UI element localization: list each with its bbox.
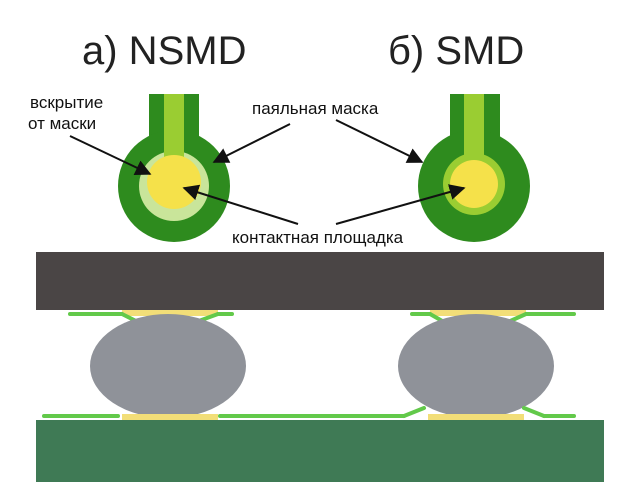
arrow-solder-mask-nsmd xyxy=(212,123,291,163)
nsmd-pad-illustration xyxy=(118,94,230,242)
title-smd: б) SMD xyxy=(388,29,524,73)
arrow-contact-pad-smd xyxy=(335,184,466,225)
label-mask-opening-line1: вскрытие xyxy=(30,93,103,112)
annotation-arrows xyxy=(69,119,466,225)
pcb-board xyxy=(36,420,604,482)
solder-ball-left xyxy=(90,314,246,418)
arrow-solder-mask-smd xyxy=(335,119,424,163)
top-pad-right xyxy=(430,310,526,316)
bottom-trace-mask-edge-right xyxy=(522,406,546,418)
bottom-pads xyxy=(42,406,576,420)
title-nsmd: а) NSMD xyxy=(82,29,246,73)
smd-pad-illustration xyxy=(418,94,530,242)
smd-trace xyxy=(464,94,484,164)
bottom-pad-right xyxy=(428,414,524,420)
arrow-contact-pad-nsmd xyxy=(182,184,299,225)
component-body xyxy=(36,252,604,310)
arrow-mask-opening xyxy=(69,135,152,176)
top-pad-left xyxy=(122,310,218,316)
nsmd-trace xyxy=(164,94,184,164)
bottom-traces xyxy=(42,406,576,418)
label-mask-opening-line2: от маски xyxy=(28,114,96,133)
nsmd-contact-pad xyxy=(147,155,201,209)
smd-contact-pad xyxy=(450,160,498,208)
solder-ball-right xyxy=(398,314,554,418)
bottom-pad-left xyxy=(122,414,218,420)
label-solder-mask: паяльная маска xyxy=(252,99,379,118)
bottom-trace-mask-edge-left xyxy=(402,406,426,418)
label-contact-pad: контактная площадка xyxy=(232,228,404,247)
